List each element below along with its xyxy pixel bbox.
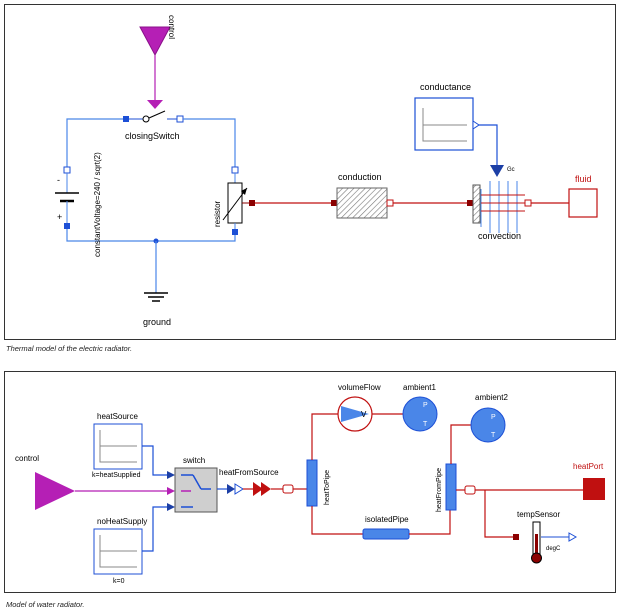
ambient1-p: P xyxy=(423,402,428,409)
voltage-plus-sign: + xyxy=(57,212,62,222)
pipe-to-isolated xyxy=(311,506,363,535)
heat-port-label: heatPort xyxy=(573,462,604,471)
control-label: control xyxy=(167,15,176,39)
resistor-port-bottom[interactable] xyxy=(232,229,238,235)
ambient2-icon[interactable] xyxy=(470,407,506,443)
isolated-pipe[interactable] xyxy=(362,528,410,540)
resistor-arrow xyxy=(222,187,248,221)
gc-label: Gc xyxy=(507,167,515,173)
convection-port-right[interactable] xyxy=(524,199,532,207)
resistor-body[interactable] xyxy=(227,182,243,224)
pipe-to-volumeflow xyxy=(311,413,339,460)
gc-input-icon[interactable] xyxy=(490,165,504,177)
heat-from-pipe[interactable] xyxy=(445,463,457,511)
thermal-model-panel: control closingSwitch - + constantVoltag… xyxy=(4,4,616,340)
conduction-block[interactable] xyxy=(336,187,388,219)
conductance-output[interactable] xyxy=(472,120,480,130)
no-heat-supply-label: noHeatSupply xyxy=(97,517,147,526)
conduction-port-right[interactable] xyxy=(386,199,394,207)
convection-port-left[interactable] xyxy=(467,200,473,206)
control-input-icon[interactable] xyxy=(139,26,171,57)
heat-source-line xyxy=(142,445,167,476)
wire-right-top xyxy=(183,118,236,167)
heat-from-source-icon[interactable] xyxy=(253,482,263,496)
resistor-port-top[interactable] xyxy=(231,166,239,174)
voltage-minus-sign: - xyxy=(57,175,60,185)
convection-wall xyxy=(472,184,481,224)
volume-flow-v: V xyxy=(361,410,367,419)
switch-port-right[interactable] xyxy=(176,115,184,123)
sensor-wire xyxy=(484,490,513,538)
water-control-icon[interactable] xyxy=(35,472,75,510)
ground-label: ground xyxy=(143,317,171,327)
no-heat-supply-param: k=0 xyxy=(113,578,125,585)
ambient2-label: ambient2 xyxy=(475,393,508,402)
closing-switch-label: closingSwitch xyxy=(125,131,180,141)
control-arrow-icon xyxy=(147,100,163,109)
heat-source-param: k=heatSupplied xyxy=(92,472,141,479)
resistor-label: resistor xyxy=(213,200,222,227)
voltage-port-top[interactable] xyxy=(63,166,71,174)
conductance-block[interactable] xyxy=(414,97,474,151)
conductance-label: conductance xyxy=(420,82,471,92)
heat-port[interactable] xyxy=(583,478,605,500)
heat-to-pipe-label: heatToPipe xyxy=(324,470,331,505)
ambient2-t: T xyxy=(491,432,496,439)
degc-label: degC xyxy=(546,546,561,552)
pipe-from-isolated xyxy=(409,510,451,535)
isolated-pipe-label: isolatedPipe xyxy=(365,515,409,524)
switch-port-left[interactable] xyxy=(123,116,129,122)
wire-bottom xyxy=(66,229,236,242)
water-model-diagram: control heatSource k=heatSupplied noHeat… xyxy=(15,383,605,585)
temp-sensor-label: tempSensor xyxy=(517,510,560,519)
water-control-label: control xyxy=(15,454,39,463)
heat-from-source-label: heatFromSource xyxy=(219,468,279,477)
thermal-model-caption: Thermal model of the electric radiator. xyxy=(6,344,133,353)
pipe-to-ambient2 xyxy=(450,424,471,464)
constant-voltage-label: constantVoltage=240 / sqrt(2) xyxy=(93,152,102,257)
water-model-caption: Model of water radiator. xyxy=(6,600,85,609)
wire-left-top xyxy=(66,118,123,167)
conduction-port-left[interactable] xyxy=(331,200,337,206)
ambient2-p: P xyxy=(491,414,496,421)
switch-blade xyxy=(148,110,166,119)
conductance-signal-line xyxy=(479,124,498,165)
volume-flow-label: volumeFlow xyxy=(338,383,381,392)
convection-label: convection xyxy=(478,231,521,241)
heat-from-pipe-label: heatFromPipe xyxy=(436,468,443,512)
heat-to-pipe[interactable] xyxy=(306,459,318,507)
ambient1-label: ambient1 xyxy=(403,383,436,392)
fluid-port[interactable] xyxy=(568,188,598,218)
fluid-label: fluid xyxy=(575,174,592,184)
voltage-port-bottom[interactable] xyxy=(64,223,70,229)
ambient1-t: T xyxy=(423,421,428,428)
switch-contact xyxy=(142,115,150,123)
resistor-heat-port[interactable] xyxy=(249,200,255,206)
water-model-panel: control heatSource k=heatSupplied noHeat… xyxy=(4,371,616,593)
switch-label: switch xyxy=(183,456,205,465)
no-heat-supply-line xyxy=(142,506,167,552)
thermal-model-diagram: control closingSwitch - + constantVoltag… xyxy=(55,15,598,327)
ambient1-icon[interactable] xyxy=(402,396,438,432)
heat-source-label: heatSource xyxy=(97,412,138,421)
conduction-label: conduction xyxy=(338,172,382,182)
